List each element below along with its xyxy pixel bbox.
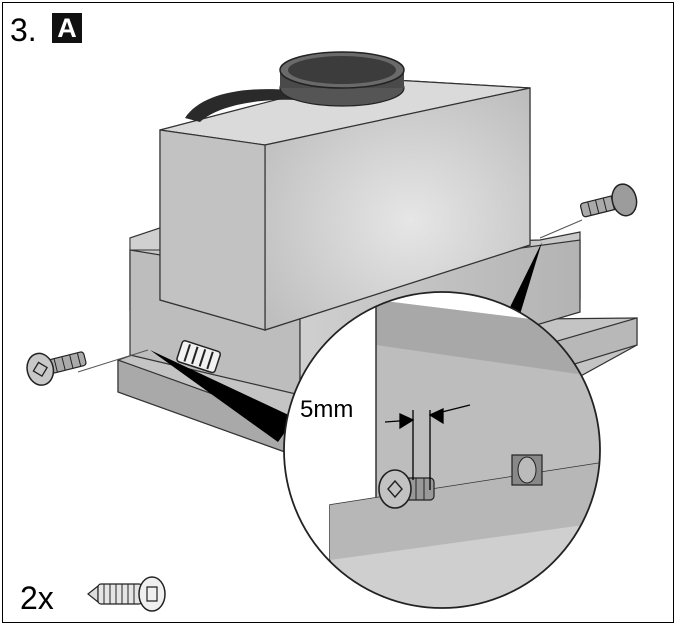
exhaust-collar	[279, 51, 405, 107]
right-screw	[539, 183, 638, 239]
quantity-label: 2x	[20, 580, 54, 616]
variant-badge: A	[52, 13, 82, 43]
gap-dimension-markers	[384, 404, 471, 490]
screw-quantity-icon	[87, 576, 166, 612]
electrical-connector	[176, 340, 222, 374]
step-number: 3.	[10, 12, 37, 48]
hood-upper-box	[159, 77, 531, 331]
dimension-label: 5mm	[300, 396, 354, 423]
left-screw	[26, 349, 149, 386]
